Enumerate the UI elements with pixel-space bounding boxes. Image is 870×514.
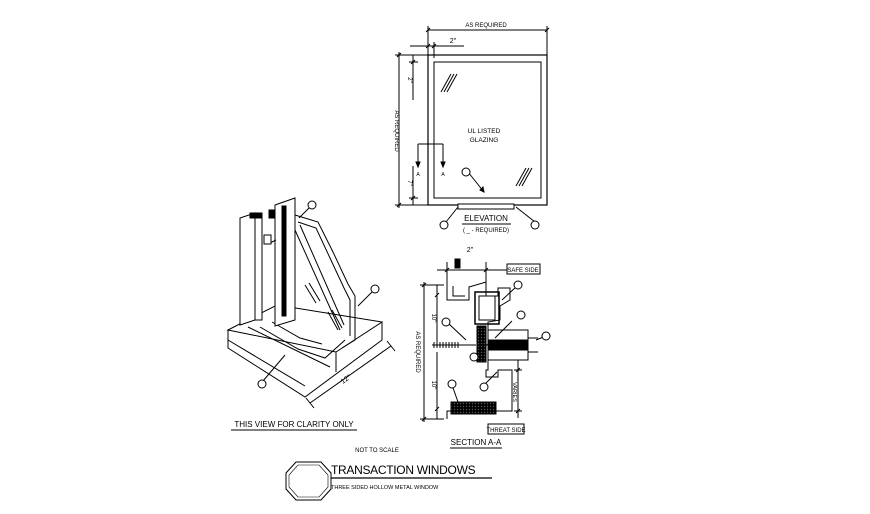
section-glass-strip <box>488 340 528 350</box>
section-sealant-block <box>476 325 487 363</box>
title-block-title: TRANSACTION WINDOWS <box>331 463 476 477</box>
section-base-block <box>450 401 497 415</box>
elevation-subtitle: ( _ - REQUIRED) <box>463 228 509 234</box>
elevation-top-dim: AS REQUIRED <box>465 23 507 29</box>
elevation-view <box>395 26 550 223</box>
section-varies: VARIES <box>511 382 517 402</box>
elevation-width-2: 2" <box>450 38 457 45</box>
not-to-scale-note: NOT TO SCALE <box>355 448 399 454</box>
section-mark-left: A <box>416 172 420 178</box>
section-title: SECTION A-A <box>451 438 502 447</box>
section-mark-right: A <box>441 172 445 178</box>
isometric-tags <box>257 200 380 389</box>
elevation-title: ELEVATION <box>464 214 508 223</box>
section-top-dim: 2" <box>467 247 474 254</box>
section-tags <box>441 280 551 392</box>
title-block-subtitle: THREE SIDED HOLLOW METAL WINDOW <box>331 485 439 491</box>
threat-side-label: THREAT SIDE <box>486 428 525 434</box>
section-dim-lower: 10" <box>430 381 436 390</box>
elevation-h-bottom: 7" <box>406 180 412 185</box>
elevation-h-top: 2" <box>406 77 412 82</box>
glazing-label-line1: UL LISTED <box>468 128 501 135</box>
safe-side-box <box>506 263 541 275</box>
elevation-left-dim: AS REQUIRED <box>393 110 399 152</box>
title-octagon-icon <box>285 461 332 501</box>
glazing-label-line2: GLAZING <box>470 137 499 144</box>
elevation-tags <box>439 167 540 230</box>
section-dim-upper: 10" <box>430 314 436 323</box>
threat-side-box <box>487 423 525 435</box>
section-left-dim: AS REQUIRED <box>414 331 420 373</box>
iso-caption: THIS VIEW FOR CLARITY ONLY <box>234 420 354 429</box>
safe-side-label: SAFE SIDE <box>507 268 538 274</box>
iso-dim-12: 12" <box>340 374 353 386</box>
title-octagon-inner <box>288 464 329 498</box>
isometric-view <box>226 197 396 409</box>
